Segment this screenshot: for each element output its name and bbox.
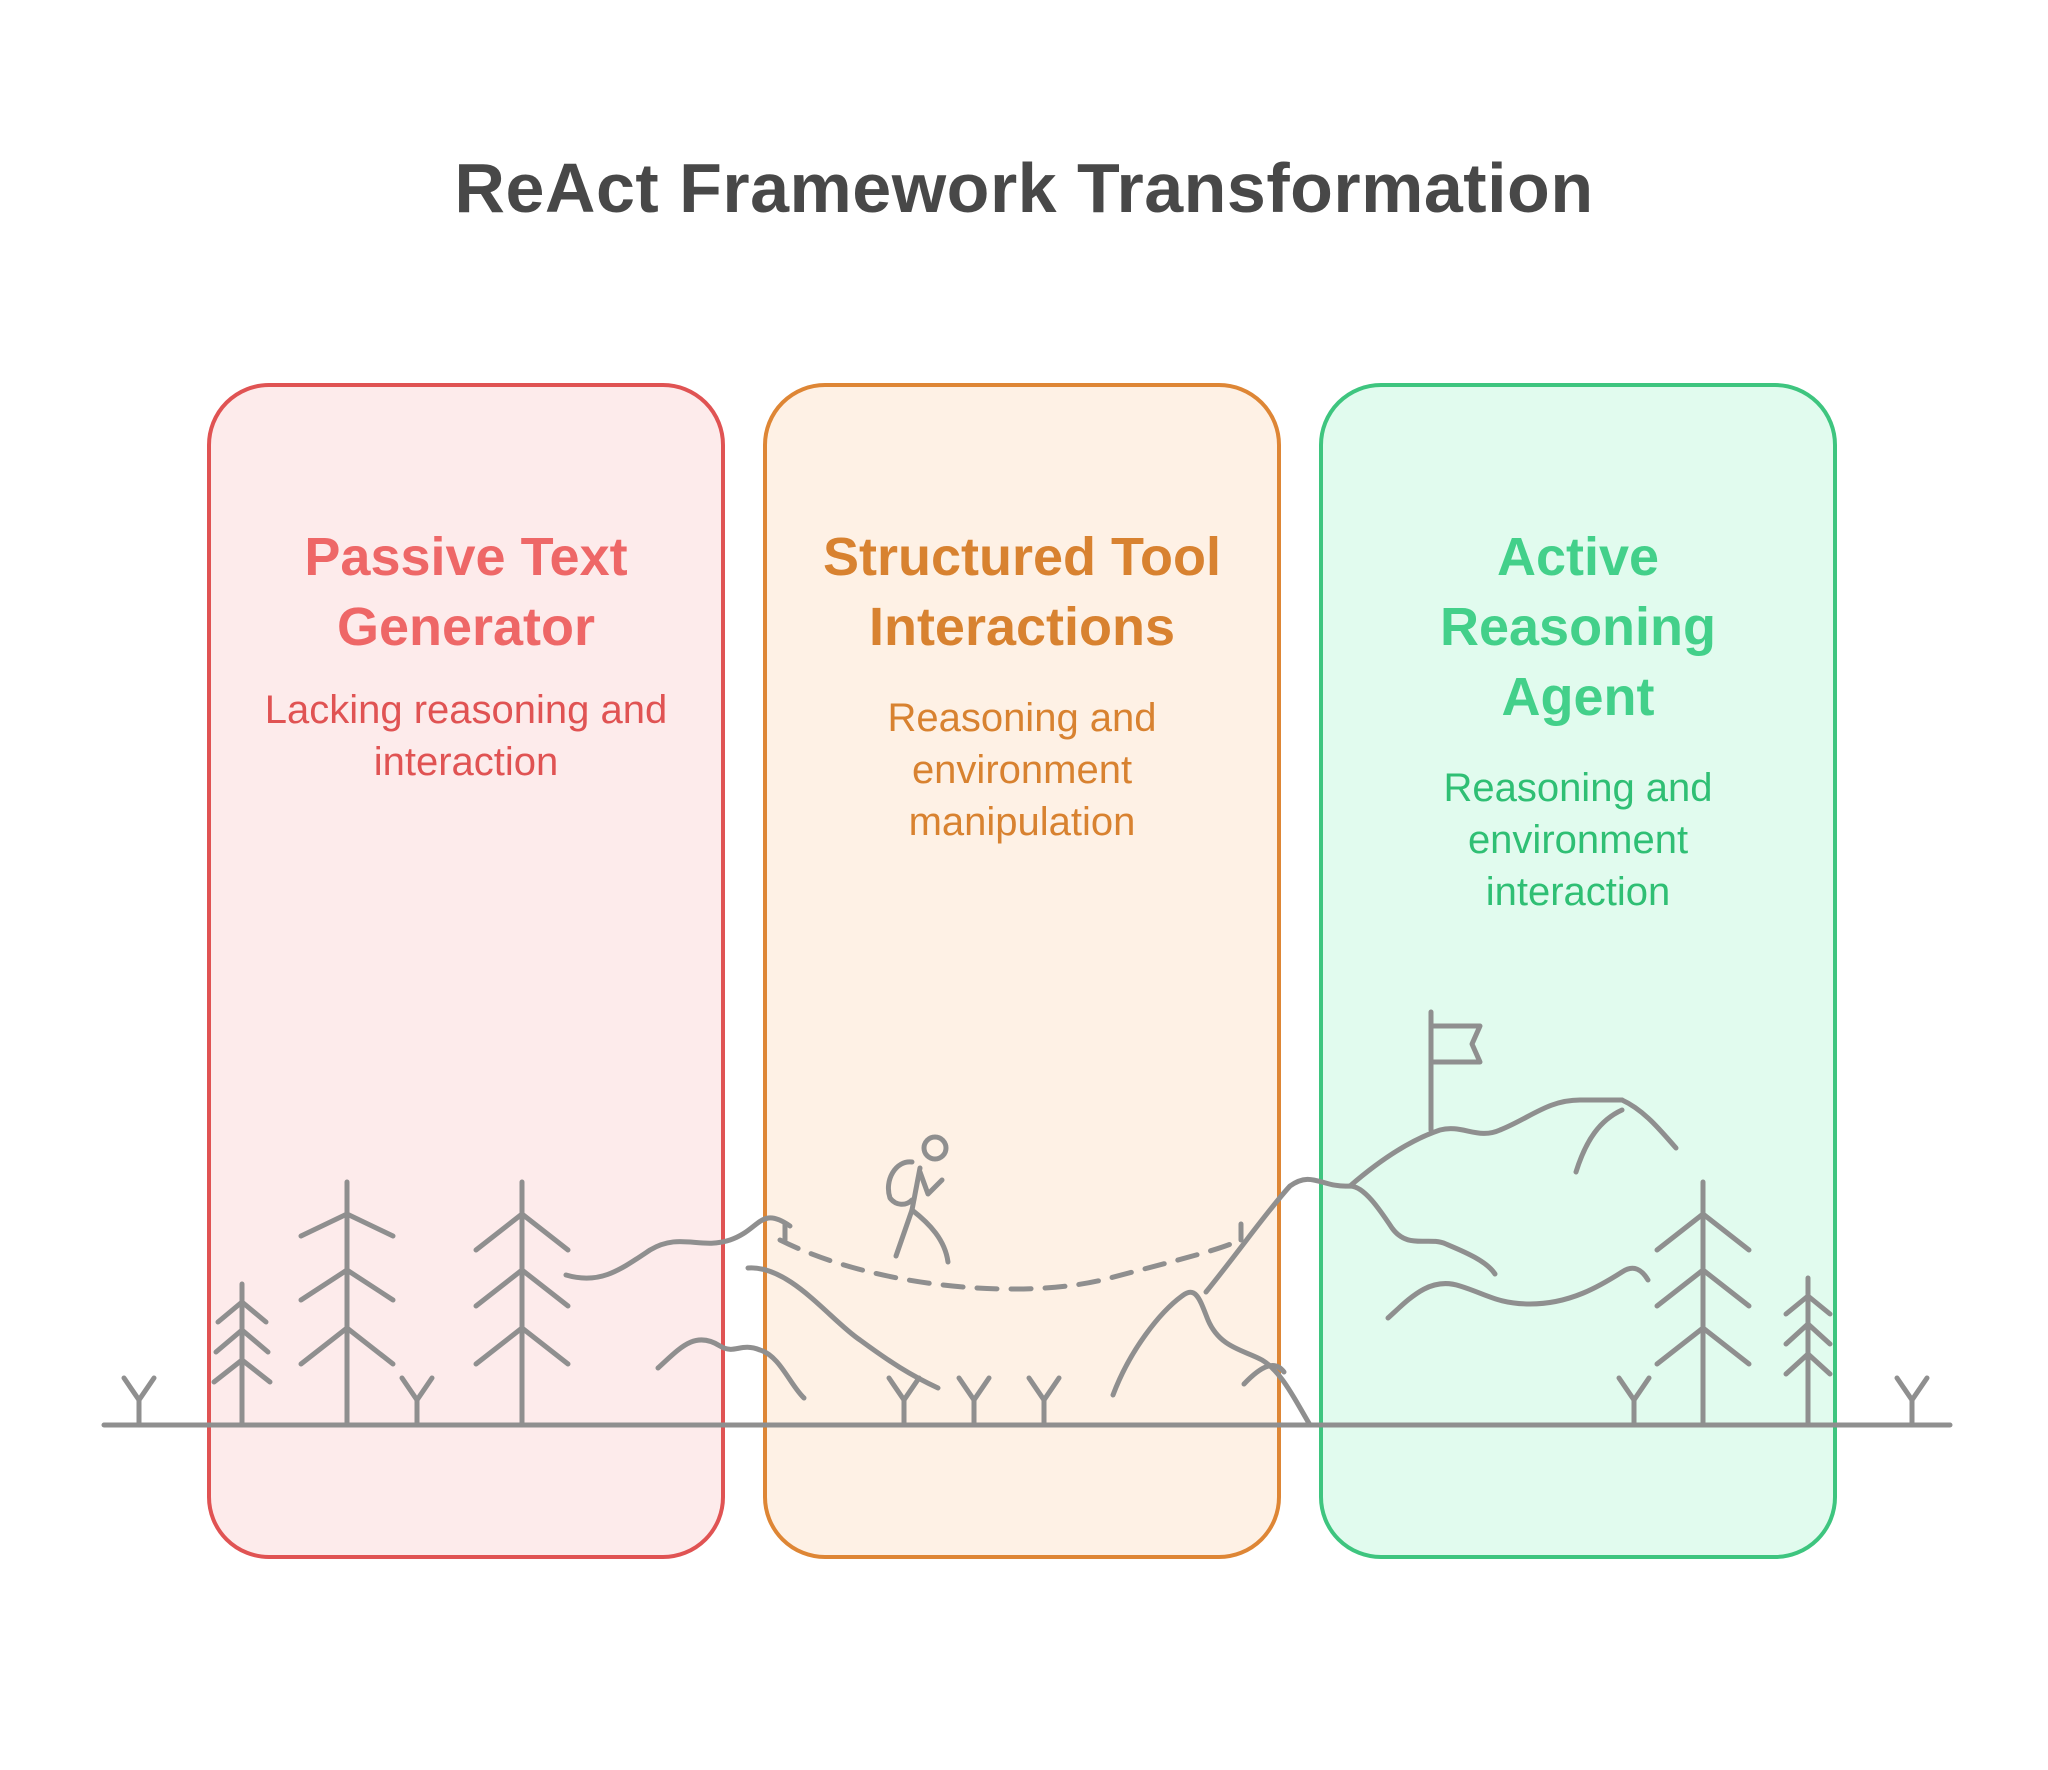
pine-tree-icon — [473, 1179, 571, 1428]
stage-panel-passive — [207, 383, 725, 1559]
hill-icon — [1385, 1265, 1651, 1321]
grass-sprout-icon — [886, 1375, 922, 1428]
stage-3-description-line-2: environment — [1467, 818, 1689, 862]
stage-3-heading-line-3: Agent — [1501, 667, 1655, 727]
grass-sprout-icon — [1894, 1375, 1930, 1428]
stage-1-heading-line-1: Passive Text — [304, 527, 628, 587]
stage-2-description-line-2: environment — [911, 748, 1133, 792]
pine-tree-icon — [298, 1179, 396, 1428]
stage-2-description-line-3: manipulation — [908, 800, 1136, 844]
pine-tree-icon — [1783, 1275, 1833, 1428]
grass-sprout-icon — [399, 1375, 435, 1428]
mountain-icon — [1203, 1176, 1498, 1295]
stage-2-description-line-1: Reasoning and — [887, 696, 1157, 740]
grass-sprout-icon — [1026, 1375, 1062, 1428]
stage-2-heading-line-1: Structured Tool — [823, 527, 1221, 587]
stage-panel-structured — [763, 383, 1281, 1559]
stage-3-text: Active Reasoning Agent Reasoning and env… — [1328, 522, 1828, 918]
grass-sprout-icon — [1616, 1375, 1652, 1428]
stage-3-description-line-3: interaction — [1485, 870, 1671, 914]
hill-icon — [745, 1265, 941, 1391]
mountain-icon — [1573, 1107, 1625, 1175]
hill-icon — [563, 1215, 793, 1281]
stage-3-description-line-1: Reasoning and — [1443, 766, 1713, 810]
pine-tree-icon — [211, 1281, 273, 1428]
stage-3-heading-line-1: Active — [1496, 527, 1660, 587]
hiker-icon — [886, 1134, 951, 1265]
stage-1-text: Passive Text Generator Lacking reasoning… — [216, 522, 716, 788]
dashed-path-icon — [777, 1237, 1243, 1292]
diagram-title: ReAct Framework Transformation — [454, 149, 1594, 227]
mountain-icon — [1241, 1363, 1287, 1387]
grass-sprout-icon — [121, 1375, 157, 1428]
grass-sprout-icon — [956, 1375, 992, 1428]
stage-1-description-line-2: interaction — [373, 740, 559, 784]
stage-2-heading-line-2: Interactions — [868, 597, 1176, 657]
mountain-icon — [1619, 1097, 1679, 1151]
stage-2-text: Structured Tool Interactions Reasoning a… — [772, 522, 1272, 848]
stage-1-heading-line-2: Generator — [336, 597, 596, 657]
stage-3-heading-line-2: Reasoning — [1439, 597, 1717, 657]
hill-icon — [655, 1337, 807, 1401]
pine-tree-icon — [1654, 1179, 1752, 1428]
flag-icon — [1428, 1009, 1483, 1133]
mountain-icon — [1110, 1289, 1313, 1428]
stage-1-description-line-1: Lacking reasoning and — [264, 688, 668, 732]
mountain-icon — [1347, 1097, 1625, 1189]
